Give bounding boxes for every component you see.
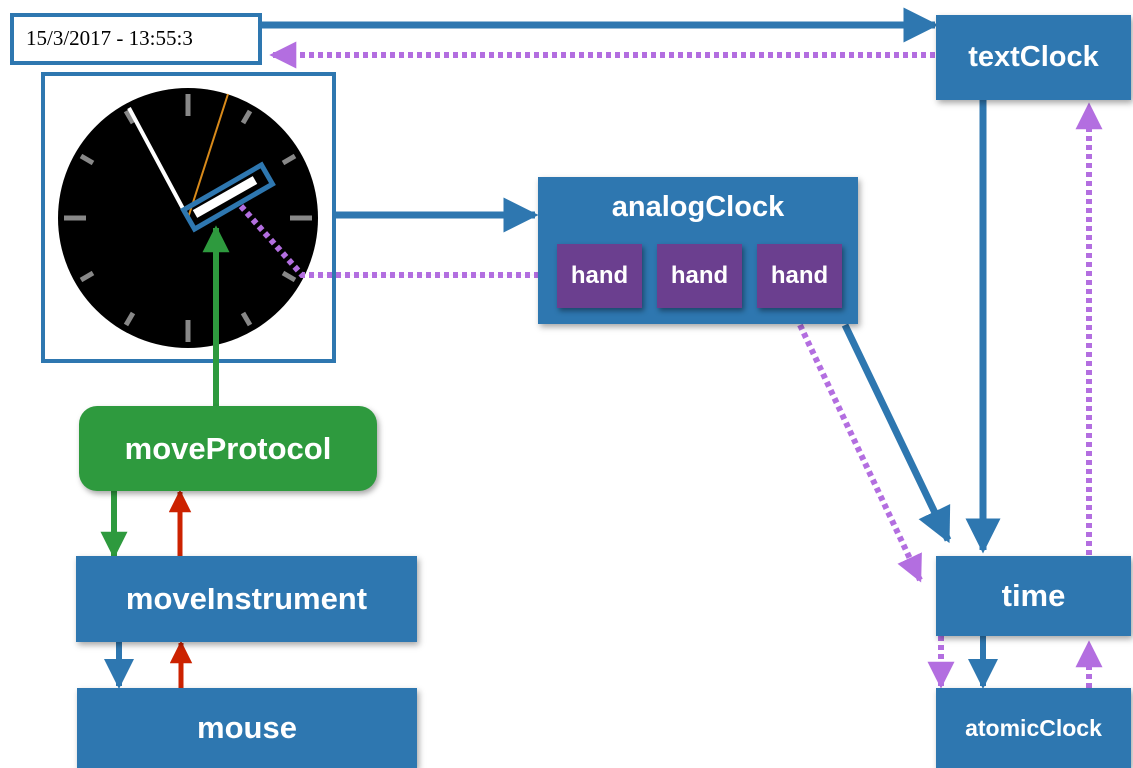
minute-hand[interactable] [127,107,190,219]
clock-ticks [64,94,312,342]
date-text-field[interactable]: 15/3/2017 - 13:55:3 [10,13,262,65]
analog-clock-widget[interactable] [41,72,336,363]
atomicclock-label: atomicClock [965,714,1102,741]
selected-hand-highlight [180,161,276,233]
time-label: time [1001,578,1066,613]
clock-face [58,88,318,348]
textclock-node[interactable]: textClock [936,15,1131,100]
hand-node-3[interactable]: hand [757,244,842,308]
moveinstrument-node[interactable]: moveInstrument [76,556,417,642]
arrow-analogclock-to-time [841,323,952,544]
hand-label: hand [770,262,829,289]
analogclock-label: analogClock [611,191,785,223]
mouse-node[interactable]: mouse [77,688,417,768]
time-node[interactable]: time [936,556,1131,636]
hand-label: hand [570,262,629,289]
hand-node-2[interactable]: hand [657,244,742,308]
second-hand[interactable] [187,93,229,219]
mouse-label: mouse [197,710,297,745]
textclock-label: textClock [968,41,1099,73]
hand-label: hand [670,262,729,289]
moveinstrument-label: moveInstrument [125,581,368,616]
moveprotocol-node[interactable]: moveProtocol [79,406,377,491]
atomicclock-node[interactable]: atomicClock [936,688,1131,768]
hour-hand[interactable] [192,176,258,218]
hand-node-1[interactable]: hand [557,244,642,308]
arrow-analogclock-to-time-dotted [797,323,923,583]
moveprotocol-label: moveProtocol [124,430,332,466]
